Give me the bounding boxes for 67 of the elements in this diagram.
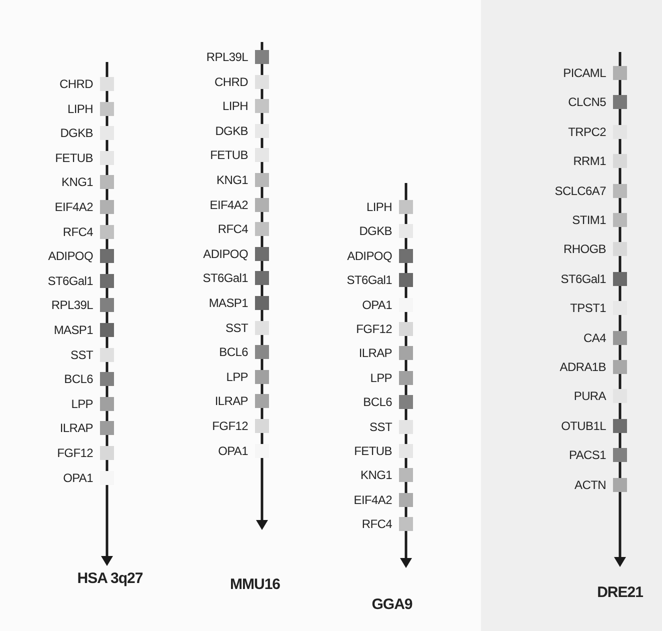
gene-label: ADIPOQ [347, 249, 392, 263]
gene-label: SST [370, 420, 392, 434]
gene-label: OPA1 [362, 298, 392, 312]
chromosome-label: GGA9 [372, 596, 412, 613]
gene-label: LIPH [222, 99, 248, 113]
gene-label: ADIPOQ [48, 249, 93, 263]
gene-label: EIF4A2 [54, 200, 93, 214]
gene-label: BCL6 [219, 345, 248, 359]
gene-label: KNG1 [216, 173, 248, 187]
gene-label: ADRA1B [560, 360, 606, 374]
gene-label: EIF4A2 [210, 198, 248, 212]
gene-label: RFC4 [218, 222, 248, 236]
gene-label: FGF12 [57, 446, 93, 460]
gene-label: RFC4 [62, 225, 93, 239]
gene-label: EIF4A2 [354, 493, 392, 507]
gene-label: KNG1 [360, 468, 392, 482]
gene-label: LIPH [68, 102, 93, 116]
gene-label: RFC4 [362, 517, 392, 531]
gene-label: ILRAP [60, 421, 93, 435]
gene-label: FETUB [210, 148, 248, 162]
gene-label: DGKB [359, 224, 392, 238]
gene-label: PACS1 [569, 448, 606, 462]
gene-label: LPP [370, 371, 392, 385]
chromosome-label: DRE21 [597, 584, 643, 601]
gene-label: DGKB [215, 124, 248, 138]
chromosome-label: MMU16 [230, 576, 280, 593]
gene-label: RPL39L [51, 298, 93, 312]
gene-label: FETUB [55, 151, 93, 165]
gene-label: FGF12 [356, 322, 392, 336]
gene-label: OPA1 [218, 444, 248, 458]
gene-label: RRM1 [573, 154, 606, 168]
gene-label: CHRD [214, 75, 248, 89]
gene-label: LPP [226, 370, 248, 384]
gene-label: ST6Gal1 [560, 272, 606, 286]
gene-label: BCL6 [64, 372, 93, 386]
gene-label: CHRD [60, 77, 93, 91]
gene-label: PURA [574, 389, 606, 403]
gene-label: ST6Gal1 [202, 271, 248, 285]
gene-label: MASP1 [54, 323, 93, 337]
gene-label: RHOGB [563, 242, 606, 256]
gene-label: OPA1 [63, 471, 93, 485]
gene-label: SST [70, 348, 93, 362]
gene-label: ST6Gal1 [48, 274, 93, 288]
gene-label: KNG1 [62, 175, 93, 189]
gene-label: SST [226, 321, 248, 335]
gene-label: STIM1 [572, 213, 606, 227]
gene-label: CA4 [584, 331, 606, 345]
gene-label: FETUB [354, 444, 392, 458]
gene-label: TPST1 [570, 301, 606, 315]
gene-label: LIPH [366, 200, 392, 214]
gene-label: FGF12 [212, 419, 248, 433]
gene-label: BCL6 [363, 395, 392, 409]
gene-label: OTUB1L [561, 419, 606, 433]
gene-label: MASP1 [208, 296, 248, 310]
gene-label: PICAML [563, 66, 606, 80]
gene-label: ADIPOQ [203, 247, 248, 261]
gene-label: ACTN [574, 478, 606, 492]
gene-label: ILRAP [214, 394, 248, 408]
gene-label: SCLC6A7 [554, 184, 606, 198]
chromosome-label: HSA 3q27 [77, 570, 143, 587]
gene-label: CLCN5 [568, 95, 606, 109]
gene-label: RPL39L [206, 50, 248, 64]
gene-label: TRPC2 [568, 125, 606, 139]
gene-label: ILRAP [358, 346, 392, 360]
gene-label: DGKB [60, 126, 93, 140]
gene-label: LPP [71, 397, 93, 411]
gene-label: ST6Gal1 [346, 273, 392, 287]
